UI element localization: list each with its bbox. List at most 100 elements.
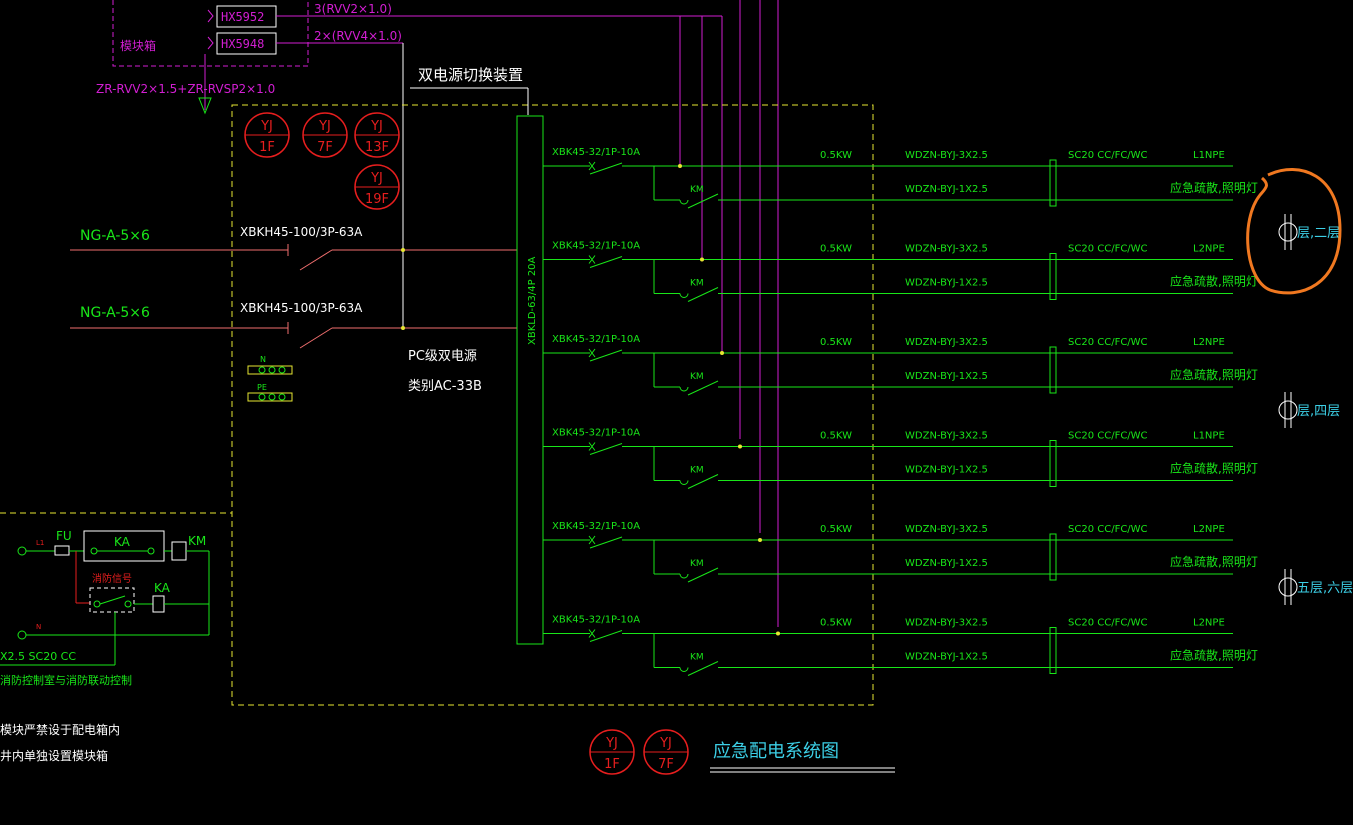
circuit-phase-label: L1NPE: [1193, 150, 1225, 161]
circuit-km-label: KM: [690, 185, 704, 195]
circuit-cable-1x-label: WDZN-BYJ-1X2.5: [905, 465, 988, 476]
circuit-usage-label: 应急疏散,照明灯: [1170, 274, 1258, 289]
circuit-cable-1x-label: WDZN-BYJ-1X2.5: [905, 184, 988, 195]
n-bar-label: N: [260, 355, 266, 364]
circuit-breaker-label: XBK45-32/1P-10A: [552, 241, 640, 252]
ctrl-fire-signal-label: 消防信号: [92, 572, 132, 585]
circuit-km-label: KM: [690, 466, 704, 476]
yj-badge: YJ 1F: [244, 112, 290, 158]
circuit-cable-1x-label: WDZN-BYJ-1X2.5: [905, 652, 988, 663]
ctrl-km-label: KM: [188, 534, 206, 548]
circuit-usage-label: 应急疏散,照明灯: [1170, 367, 1258, 382]
annotation-circle: [1246, 168, 1342, 295]
incoming-line-1-label: NG-A-5×6: [80, 228, 150, 244]
floor-label: 层,二层: [1297, 226, 1340, 241]
circuit-power-label: 0.5KW: [820, 337, 852, 348]
circuit-km-label: KM: [690, 653, 704, 663]
yj-badge-top: YJ: [318, 119, 331, 134]
circuit-cable-1x-label: WDZN-BYJ-1X2.5: [905, 371, 988, 382]
yj-badge: YJ 7F: [302, 112, 348, 158]
circuit-usage-label: 应急疏散,照明灯: [1170, 461, 1258, 476]
circuit-km-label: KM: [690, 559, 704, 569]
yj-badge-top: YJ: [370, 171, 383, 186]
pc-type-label: 类别AC-33B: [408, 379, 482, 394]
circuit-phase-label: L2NPE: [1193, 337, 1225, 348]
circuit-cable-1x-label: WDZN-BYJ-1X2.5: [905, 558, 988, 569]
floor-label: 层,四层: [1297, 404, 1340, 419]
circuit-power-label: 0.5KW: [820, 150, 852, 161]
note-line-1: 模块严禁设于配电箱内: [0, 722, 120, 737]
circuit-power-label: 0.5KW: [820, 431, 852, 442]
yj-badge-bottom: 7F: [658, 757, 674, 772]
circuit-conduit-label: SC20 CC/FC/WC: [1068, 337, 1148, 348]
note-line-2: 井内单独设置模块箱: [0, 748, 108, 763]
circuit-km-label: KM: [690, 372, 704, 382]
circuit-row: XBK45-32/1P-10A KM 0.5KW WDZN-BYJ-3X2.5WDZN…: [543, 428, 1258, 489]
incoming-section: NG-A-5×6 XBKH45-100/3P-63A NG-A-5×6 XBKH…: [70, 115, 544, 645]
circuit-breaker-label: XBK45-32/1P-10A: [552, 521, 640, 532]
cable-label-1: 3(RVV2×1.0): [314, 2, 392, 16]
circuit-conduit-label: SC20 CC/FC/WC: [1068, 431, 1148, 442]
floor-label: 五层,六层: [1297, 581, 1353, 596]
ctrl-ka-label: KA: [114, 535, 131, 549]
yj-badge: YJ 19F: [354, 164, 400, 210]
circuit-km-label: KM: [690, 279, 704, 289]
circuit-usage-label: 应急疏散,照明灯: [1170, 554, 1258, 569]
circuit-conduit-label: SC20 CC/FC/WC: [1068, 150, 1148, 161]
circuit-conduit-label: SC20 CC/FC/WC: [1068, 524, 1148, 535]
circuit-breaker-label: XBK45-32/1P-10A: [552, 615, 640, 626]
yj-badge-bottom: 19F: [365, 192, 389, 207]
breaker-2-label: XBKH45-100/3P-63A: [240, 301, 363, 315]
control-circuit: L1 FU KA KM 消防信号 KA N X2.5 SC20 CC 消防控制室…: [0, 512, 232, 687]
ctrl-n-label: N: [36, 623, 41, 631]
module-hx5948: HX5948: [221, 37, 264, 51]
yj-badge-top: YJ: [260, 119, 273, 134]
floor-marker: 层,二层: [1278, 214, 1340, 250]
ctrl-cable-label: X2.5 SC20 CC: [0, 650, 76, 663]
ats-busbar: [516, 115, 544, 645]
circuit-phase-label: L2NPE: [1193, 618, 1225, 629]
circuit-power-label: 0.5KW: [820, 524, 852, 535]
circuit-breaker-label: XBK45-32/1P-10A: [552, 428, 640, 439]
feeder-lines: [679, 0, 779, 627]
ctrl-note-label: 消防控制室与消防联动控制: [0, 673, 132, 687]
module-box: 模块箱 HX5952 HX5948 3(RVV2×1.0) 2×(RVV4×1.…: [96, 0, 722, 328]
circuit-conduit-label: SC20 CC/FC/WC: [1068, 618, 1148, 629]
breaker-1-label: XBKH45-100/3P-63A: [240, 225, 363, 239]
circuit-usage-label: 应急疏散,照明灯: [1170, 180, 1258, 195]
ats-label: XBKLD-63/4P 20A: [527, 256, 538, 345]
circuit-usage-label: 应急疏散,照明灯: [1170, 648, 1258, 663]
pe-bar-label: PE: [257, 383, 267, 392]
distribution-box-outline: [231, 104, 874, 706]
yj-badge-bottom: 13F: [365, 140, 389, 155]
switch-device-title: 双电源切换装置: [418, 66, 523, 84]
yj-badge-bottom: 7F: [317, 140, 333, 155]
pc-dual-power-label: PC级双电源: [408, 349, 477, 364]
ctrl-fu-label: FU: [56, 529, 72, 543]
circuit-cable-3x-label: WDZN-BYJ-3X2.5: [905, 431, 988, 442]
circuit-power-label: 0.5KW: [820, 244, 852, 255]
yj-badge-bottom: 1F: [259, 140, 275, 155]
circuit-conduit-label: SC20 CC/FC/WC: [1068, 244, 1148, 255]
circuit-cable-3x-label: WDZN-BYJ-3X2.5: [905, 618, 988, 629]
cable-label-2: 2×(RVV4×1.0): [314, 29, 402, 43]
yj-badge-bottom: 1F: [604, 757, 620, 772]
circuit-phase-label: L2NPE: [1193, 524, 1225, 535]
circuit-phase-label: L1NPE: [1193, 431, 1225, 442]
incoming-line-2-label: NG-A-5×6: [80, 305, 150, 321]
module-hx5952: HX5952: [221, 10, 264, 24]
circuit-breaker-label: XBK45-32/1P-10A: [552, 334, 640, 345]
module-box-label: 模块箱: [120, 38, 156, 53]
floor-marker: 层,四层: [1278, 392, 1340, 428]
